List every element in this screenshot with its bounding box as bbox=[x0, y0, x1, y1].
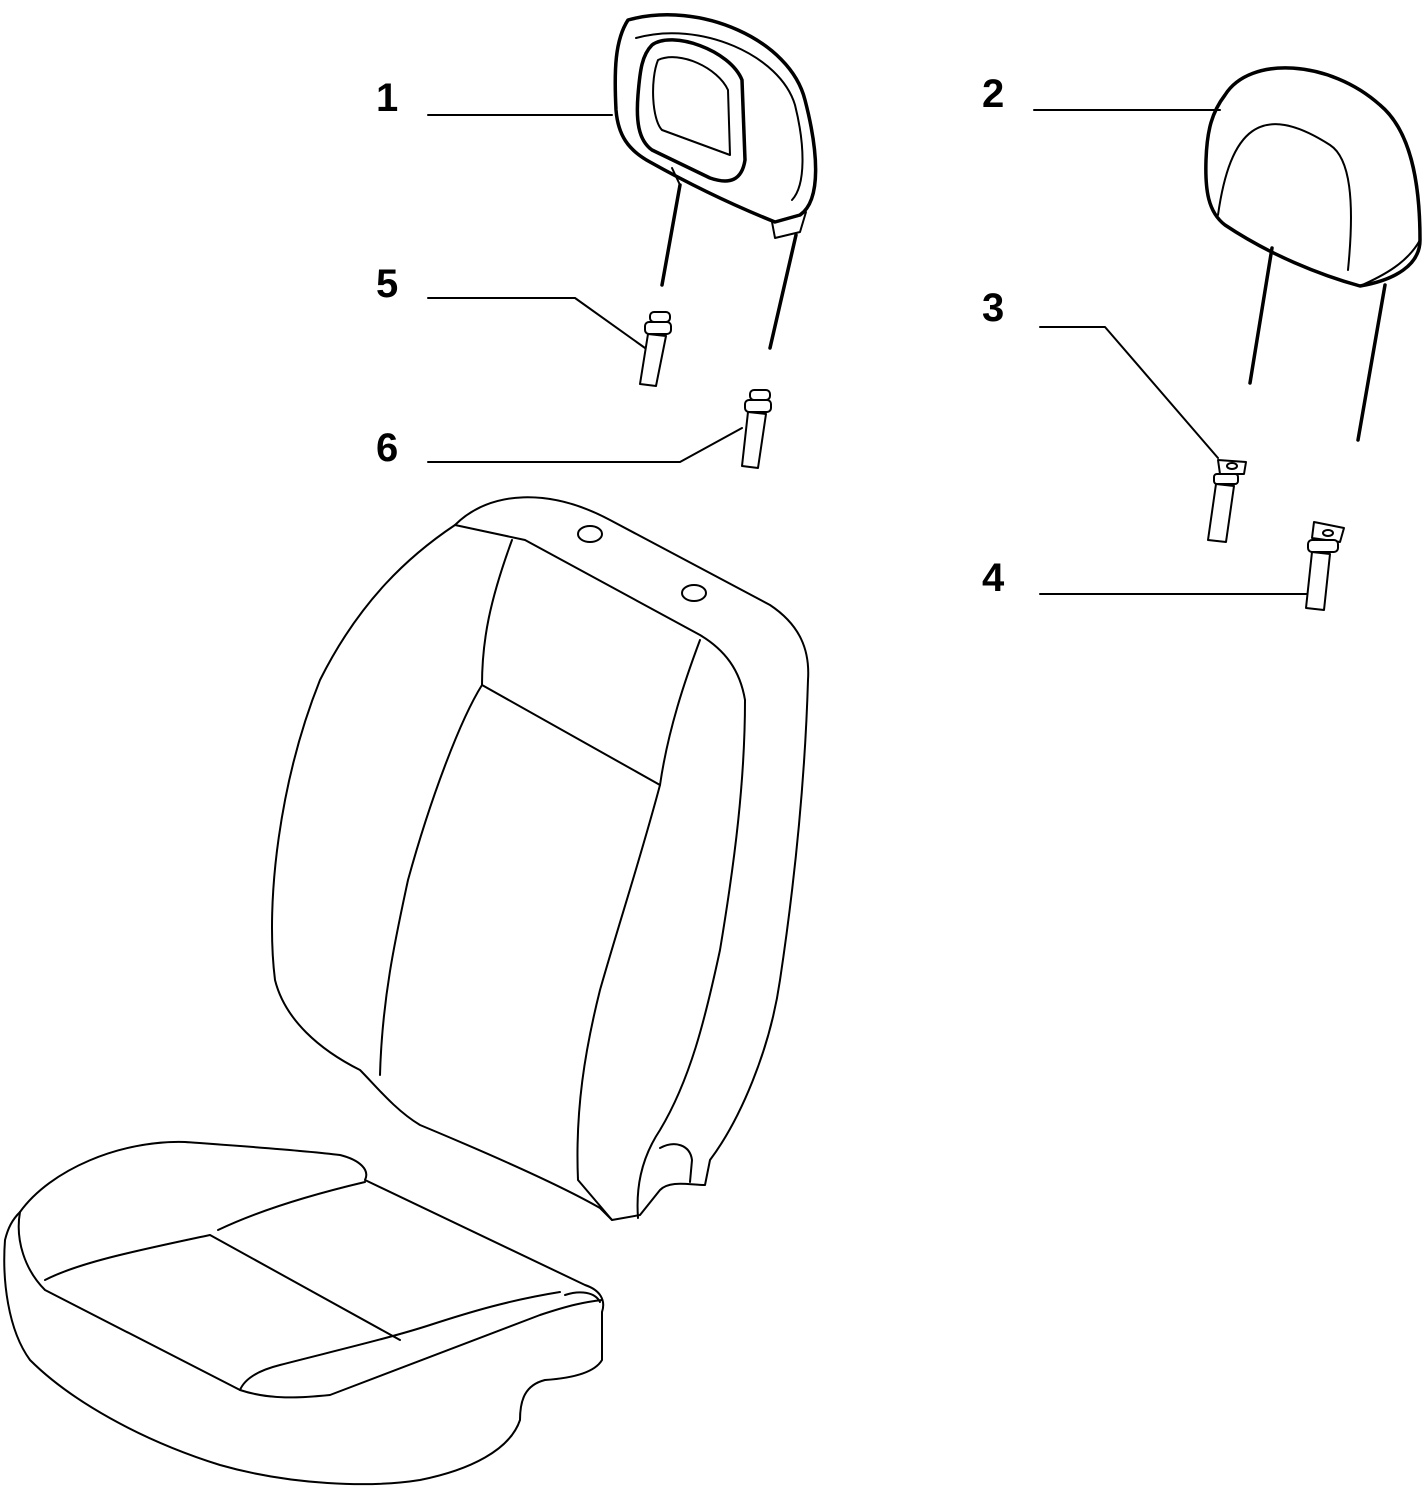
callout-4: 4 bbox=[982, 556, 1005, 600]
headrest-part-1 bbox=[613, 13, 818, 350]
guide-part-3 bbox=[1207, 459, 1247, 543]
leader-lines bbox=[427, 109, 1309, 595]
leader-line-3 bbox=[1039, 326, 1219, 459]
callout-5: 5 bbox=[376, 262, 399, 306]
seat-cushion bbox=[3, 1140, 605, 1486]
callout-3: 3 bbox=[982, 286, 1005, 330]
callout-6: 6 bbox=[376, 426, 399, 470]
callout-2: 2 bbox=[982, 72, 1005, 116]
callout-1: 1 bbox=[376, 76, 399, 120]
leader-line-6 bbox=[427, 427, 743, 463]
guide-part-6 bbox=[741, 389, 772, 469]
headrest-part-2 bbox=[1204, 66, 1422, 442]
guide-part-5 bbox=[639, 311, 672, 387]
leader-line-5 bbox=[427, 297, 646, 349]
guide-part-4 bbox=[1305, 521, 1345, 611]
seat-backrest bbox=[271, 496, 810, 1221]
